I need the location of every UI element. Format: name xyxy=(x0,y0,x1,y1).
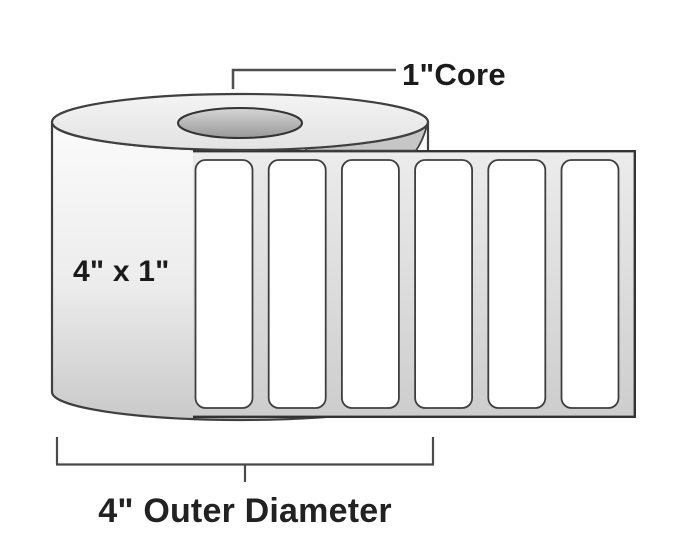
label-rect xyxy=(194,159,254,409)
label-rect xyxy=(414,159,474,409)
label-size-label: 4" x 1" xyxy=(73,255,170,288)
label-rect xyxy=(340,159,400,409)
label-rect xyxy=(267,159,327,409)
labels-group xyxy=(194,159,620,409)
core-size-label: 1"Core xyxy=(402,57,506,92)
outer-diameter-bracket xyxy=(55,437,435,482)
label-rect xyxy=(560,159,620,409)
core-leader-line xyxy=(231,68,396,89)
outer-diameter-label: 4" Outer Diameter xyxy=(98,492,392,530)
core-hole xyxy=(177,107,303,139)
label-rect xyxy=(487,159,547,409)
